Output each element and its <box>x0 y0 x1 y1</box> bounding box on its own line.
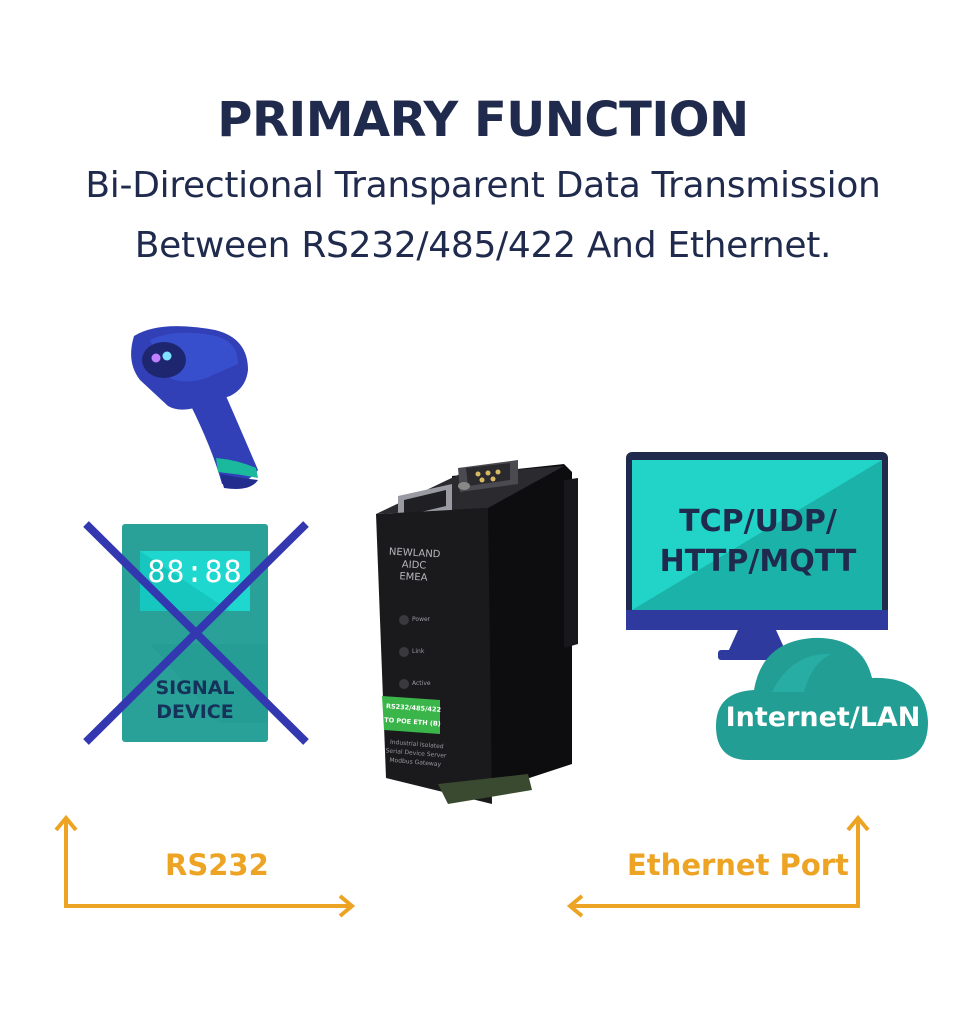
monitor-line-2: HTTP/MQTT <box>659 544 857 579</box>
ethernet-arrow-icon <box>566 814 870 918</box>
led-active-label: Active <box>412 680 431 687</box>
monitor-icon <box>626 452 888 660</box>
cloud-label: Internet/LAN <box>725 702 921 733</box>
led-link-label: Link <box>412 648 425 655</box>
subtitle-line-2: Between RS232/485/422 And Ethernet. <box>134 225 832 266</box>
server-brand: NEWLAND AIDC EMEA <box>377 546 451 586</box>
signal-device-label: SIGNAL DEVICE <box>122 676 268 724</box>
ethernet-port-label: Ethernet Port <box>627 848 849 882</box>
server-description: Industrial Isolated Serial Device Server… <box>383 737 449 769</box>
signal-device-label-line-1: SIGNAL <box>155 677 235 699</box>
page-title: PRIMARY FUNCTION <box>217 92 749 148</box>
barcode-scanner-icon <box>131 326 258 489</box>
rs232-arrow-icon <box>54 814 356 918</box>
monitor-line-1: TCP/UDP/ <box>679 504 837 539</box>
monitor-protocols: TCP/UDP/ HTTP/MQTT <box>633 502 883 582</box>
signal-device-display: 88:88 <box>147 555 243 590</box>
led-power-label: Power <box>412 616 431 623</box>
server-green-label: RS232/485/422 TO POE ETH (B) <box>383 699 443 731</box>
signal-device-label-line-2: DEVICE <box>156 701 234 723</box>
signal-device-icon <box>83 521 309 745</box>
rs232-label: RS232 <box>165 848 269 882</box>
subtitle-line-1: Bi-Directional Transparent Data Transmis… <box>85 165 881 206</box>
cloud-icon <box>716 637 928 760</box>
serial-device-server-icon <box>376 460 578 804</box>
